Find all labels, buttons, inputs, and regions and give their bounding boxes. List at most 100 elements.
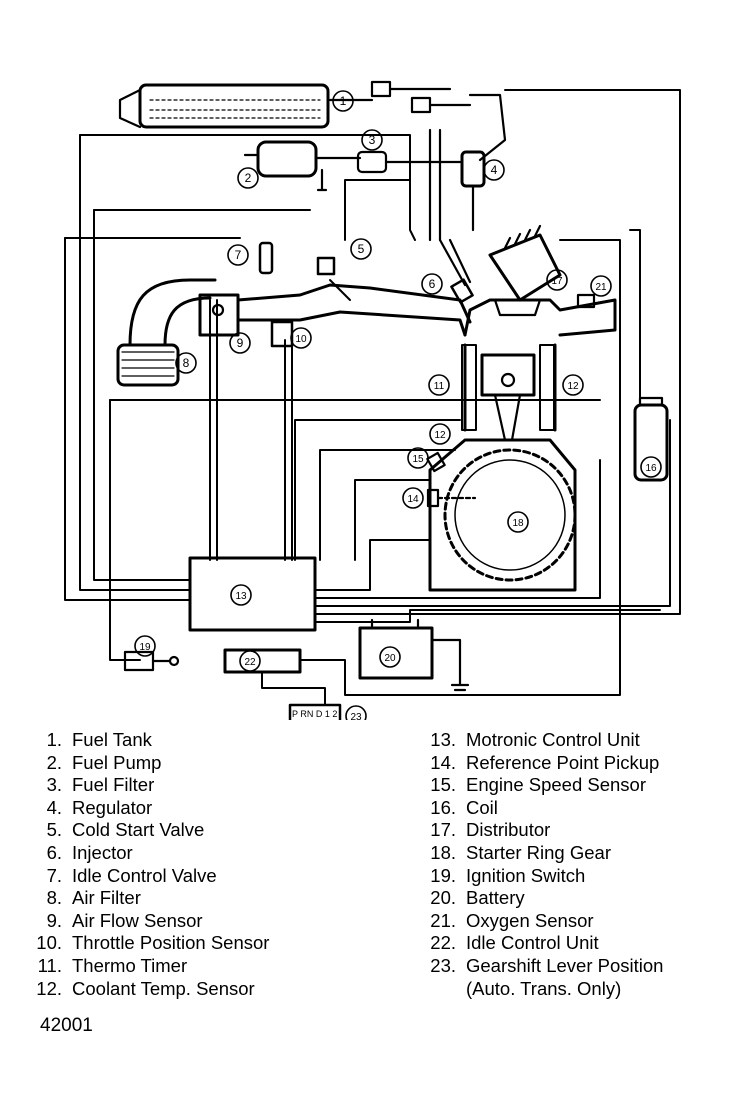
pressure-regulator bbox=[428, 128, 486, 242]
callout-15: 15 bbox=[407, 447, 429, 469]
legend-item-number: 7. bbox=[46, 864, 62, 886]
legend-item-label: Battery bbox=[466, 887, 525, 909]
legend-item-label: Cold Start Valve bbox=[72, 819, 205, 841]
callout-9-text: 9 bbox=[237, 336, 244, 350]
air-filter bbox=[116, 278, 217, 387]
callout-21-text: 21 bbox=[595, 282, 607, 293]
callout-20: 20 bbox=[379, 646, 401, 668]
legend-item-label: Air Flow Sensor bbox=[72, 909, 203, 931]
legend-item: 16. Coil bbox=[426, 797, 663, 820]
legend-item-number: 2. bbox=[46, 751, 62, 773]
legend-item: 9.Air Flow Sensor bbox=[30, 910, 269, 933]
callout-19: 19 bbox=[134, 635, 156, 657]
legend-item-number: 5. bbox=[46, 819, 62, 841]
legend-item-number: 11. bbox=[37, 954, 62, 976]
legend-item-number: 15. bbox=[430, 774, 456, 796]
callout-12b: 12 bbox=[429, 423, 451, 445]
engine-block bbox=[428, 298, 617, 592]
callout-2: 2 bbox=[237, 167, 259, 189]
callout-4-text: 4 bbox=[491, 163, 498, 177]
oxygen-sensor bbox=[576, 293, 596, 309]
legend-item-label: Air Filter bbox=[72, 887, 141, 909]
callout-4: 4 bbox=[483, 159, 505, 181]
fuel-filter bbox=[356, 150, 462, 174]
callout-14: 14 bbox=[402, 487, 424, 509]
reference-point-pickup bbox=[426, 488, 477, 508]
callout-labels: 1 2 3 4 5 6 7 8 9 10 11 12 12 13 14 15 1… bbox=[134, 90, 662, 720]
legend-item-label: Reference Point Pickup bbox=[466, 751, 660, 773]
ignition-coil bbox=[633, 396, 669, 482]
fuel-injector bbox=[438, 238, 474, 304]
callout-21: 21 bbox=[590, 275, 612, 297]
legend-item-label: Motronic Control Unit bbox=[466, 729, 640, 750]
legend-item: 21.Oxygen Sensor bbox=[426, 910, 663, 933]
legend-item-label: Ignition Switch bbox=[466, 864, 586, 886]
callout-8-text: 8 bbox=[183, 356, 190, 370]
legend-item: 19. Ignition Switch bbox=[426, 865, 663, 888]
intake-manifold bbox=[236, 279, 472, 337]
ignition-switch bbox=[123, 650, 180, 672]
legend-item: 12.Coolant Temp. Sensor bbox=[30, 978, 269, 1001]
callout-2-text: 2 bbox=[245, 171, 252, 185]
legend-item-label: Idle Control Unit bbox=[466, 932, 599, 954]
legend-item-number: 6. bbox=[46, 841, 62, 863]
legend-note: (Auto. Trans. Only) bbox=[466, 977, 622, 999]
callout-1-text: 1 bbox=[340, 94, 347, 108]
motronic-control-unit bbox=[188, 556, 317, 632]
legend-item-number: 21. bbox=[430, 909, 456, 931]
legend-item-label: Thermo Timer bbox=[72, 954, 188, 976]
distributor bbox=[488, 224, 562, 317]
callout-10: 10 bbox=[290, 327, 312, 349]
legend-item: 13.Motronic Control Unit bbox=[426, 729, 663, 752]
callout-18: 18 bbox=[507, 511, 529, 533]
callout-10-text: 10 bbox=[295, 334, 307, 345]
legend-item-number: 18. bbox=[430, 841, 456, 863]
fuel-tank-fittings bbox=[328, 80, 507, 162]
callout-7: 7 bbox=[227, 244, 249, 266]
legend-item: 22. Idle Control Unit bbox=[426, 932, 663, 955]
legend-item-number: 4. bbox=[46, 796, 62, 818]
legend-item: 14.Reference Point Pickup bbox=[426, 752, 663, 775]
legend-item-number: 22. bbox=[430, 932, 456, 954]
legend-item: 5. Cold Start Valve bbox=[30, 819, 269, 842]
callout-9: 9 bbox=[229, 332, 251, 354]
legend-item-label: Throttle Position Sensor bbox=[72, 932, 270, 954]
callout-16-text: 16 bbox=[645, 463, 657, 474]
callout-19-text: 19 bbox=[139, 642, 151, 653]
legend-item: 15.Engine Speed Sensor bbox=[426, 774, 663, 797]
legend-item-number: 8. bbox=[46, 887, 62, 909]
cold-start-valve bbox=[316, 256, 336, 276]
legend-item: 1.Fuel Tank bbox=[30, 729, 269, 752]
legend-item-number: 3. bbox=[46, 774, 62, 796]
fuel-pump bbox=[243, 140, 362, 192]
legend-item-number: 19. bbox=[430, 864, 456, 886]
callout-11-text: 11 bbox=[434, 381, 445, 392]
idle-control-unit bbox=[223, 648, 302, 674]
idle-control-valve bbox=[258, 241, 274, 275]
legend-item-label: Coil bbox=[466, 796, 498, 818]
callout-15-text: 15 bbox=[412, 454, 424, 465]
starter-ring-gear bbox=[443, 448, 577, 582]
legend-item-label: Idle Control Valve bbox=[72, 864, 217, 886]
legend-item: 2.Fuel Pump bbox=[30, 752, 269, 775]
legend-item: 18.Starter Ring Gear bbox=[426, 842, 663, 865]
piston bbox=[480, 353, 536, 442]
legend-item: 4.Regulator bbox=[30, 797, 269, 820]
callout-7-text: 7 bbox=[235, 248, 242, 262]
legend-item-number: 23. bbox=[430, 954, 456, 976]
callout-20-text: 20 bbox=[384, 653, 396, 664]
legend-item: 7. Idle Control Valve bbox=[30, 865, 269, 888]
callout-12b-text: 12 bbox=[434, 430, 446, 441]
callout-6-text: 6 bbox=[429, 277, 436, 291]
callout-13: 13 bbox=[230, 584, 252, 606]
legend-item: 6.Injector bbox=[30, 842, 269, 865]
legend-item-number: 16. bbox=[430, 796, 456, 818]
engine-speed-sensor bbox=[426, 451, 446, 473]
legend-item: 23. Gearshift Lever Position bbox=[426, 955, 663, 978]
gearshift-code-label: P RN D 1 2 bbox=[292, 709, 337, 719]
callout-23: 23 bbox=[345, 705, 367, 720]
gearshift-lever-switch bbox=[288, 703, 342, 720]
throttle-position-sensor bbox=[270, 320, 294, 348]
legend-item-label: Gearshift Lever Position bbox=[466, 954, 664, 976]
